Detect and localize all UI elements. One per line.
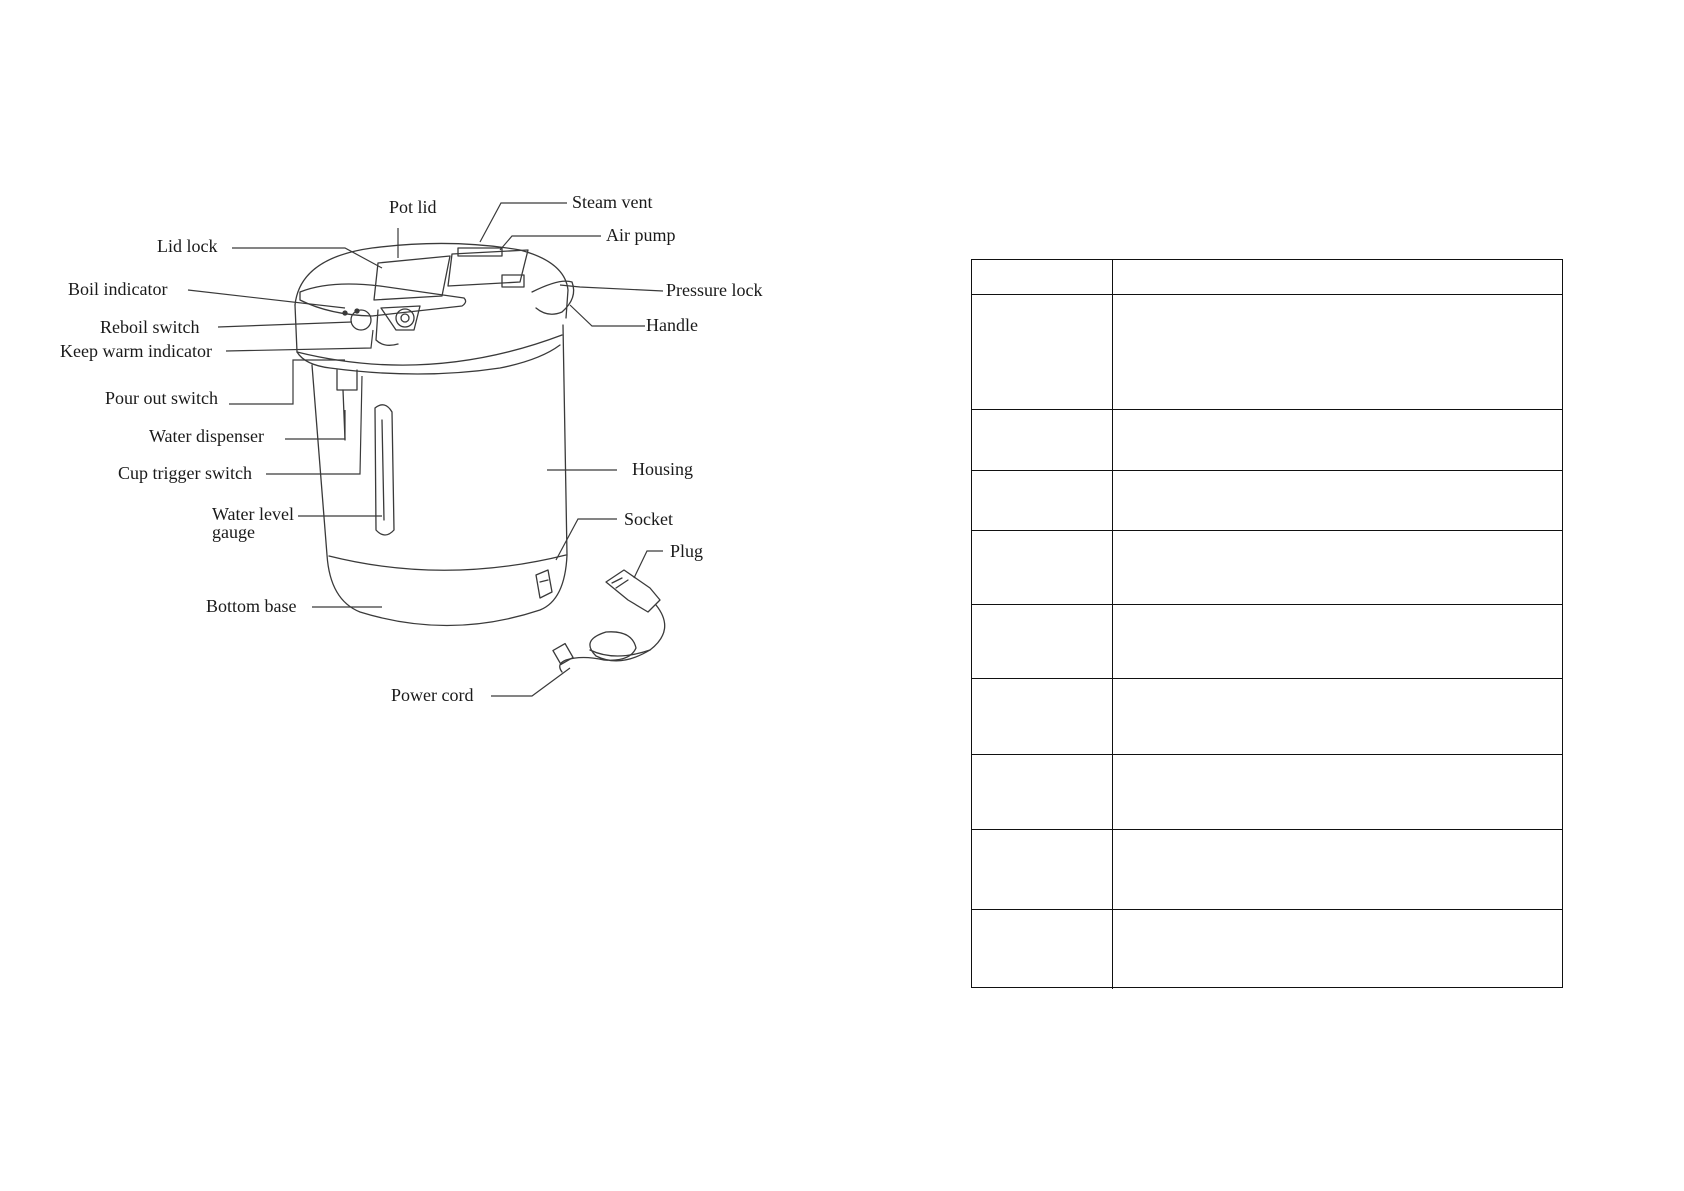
table-cell [1114,295,1562,409]
label-cup-trigger-switch: Cup trigger switch [118,463,252,483]
air-pump-plate [447,249,529,287]
table-row [972,678,1562,754]
plug-body [605,569,661,613]
pot-lid-top [294,242,569,319]
label-lid-lock: Lid lock [157,236,218,256]
label-water-dispenser: Water dispenser [149,426,265,446]
label-reboil-switch: Reboil switch [100,317,200,337]
cord-connector [552,642,574,666]
reboil-button [350,309,372,331]
table-cell [1114,830,1562,909]
label-water-level-line2: gauge [212,522,255,542]
table-row [972,260,1562,294]
label-bottom-base: Bottom base [206,596,297,616]
table-cell [1114,471,1562,530]
table-row [972,294,1562,409]
label-keep-warm-indicator: Keep warm indicator [60,341,212,361]
table-row [972,530,1562,604]
label-pour-out-switch: Pour out switch [105,388,219,408]
water-level-window [374,404,395,536]
table-row [972,604,1562,678]
table-cell [1114,260,1562,294]
power-cord-line [559,604,666,673]
pot-lid-plate [373,255,451,301]
label-steam-vent: Steam vent [572,192,653,212]
thermo-pot-illustration [187,202,666,697]
pressure-lock-button [501,274,525,288]
label-handle: Handle [646,315,698,335]
table-cell [1114,755,1562,829]
steam-vent [457,247,503,257]
table-row [972,470,1562,530]
table-cell [1114,910,1562,989]
table-cell [972,260,1112,294]
label-pot-lid: Pot lid [389,197,437,217]
table-cell [972,830,1112,909]
appliance-parts-diagram: Pot lid Steam vent Air pump Lid lock Boi… [60,192,763,705]
table-cell [972,295,1112,409]
table-cell [1114,679,1562,754]
lid-rim [294,304,561,375]
table-cell [1114,605,1562,678]
table-row [972,909,1562,989]
table-cell [972,755,1112,829]
socket-port [535,569,553,599]
table-cell [972,910,1112,989]
table-cell [972,471,1112,530]
housing-outline [311,324,568,627]
table-cell [972,531,1112,604]
table-cell [972,605,1112,678]
table-cell [1114,531,1562,604]
label-plug: Plug [670,541,704,561]
base-separator [328,554,567,571]
control-panel [299,283,467,317]
table-cell [972,410,1112,470]
label-socket: Socket [624,509,673,529]
table-cell [1114,410,1562,470]
table-row [972,829,1562,909]
label-power-cord: Power cord [391,685,474,705]
table-row [972,409,1562,470]
label-water-level-line1: Water level [212,504,295,524]
table-row [972,754,1562,829]
label-boil-indicator: Boil indicator [68,279,168,299]
specification-table [971,259,1563,989]
label-air-pump: Air pump [606,225,676,245]
table-cell [972,679,1112,754]
label-pressure-lock: Pressure lock [666,280,763,300]
label-housing: Housing [632,459,694,479]
handle-shape [531,280,575,315]
dispenser-nozzle [336,369,358,391]
